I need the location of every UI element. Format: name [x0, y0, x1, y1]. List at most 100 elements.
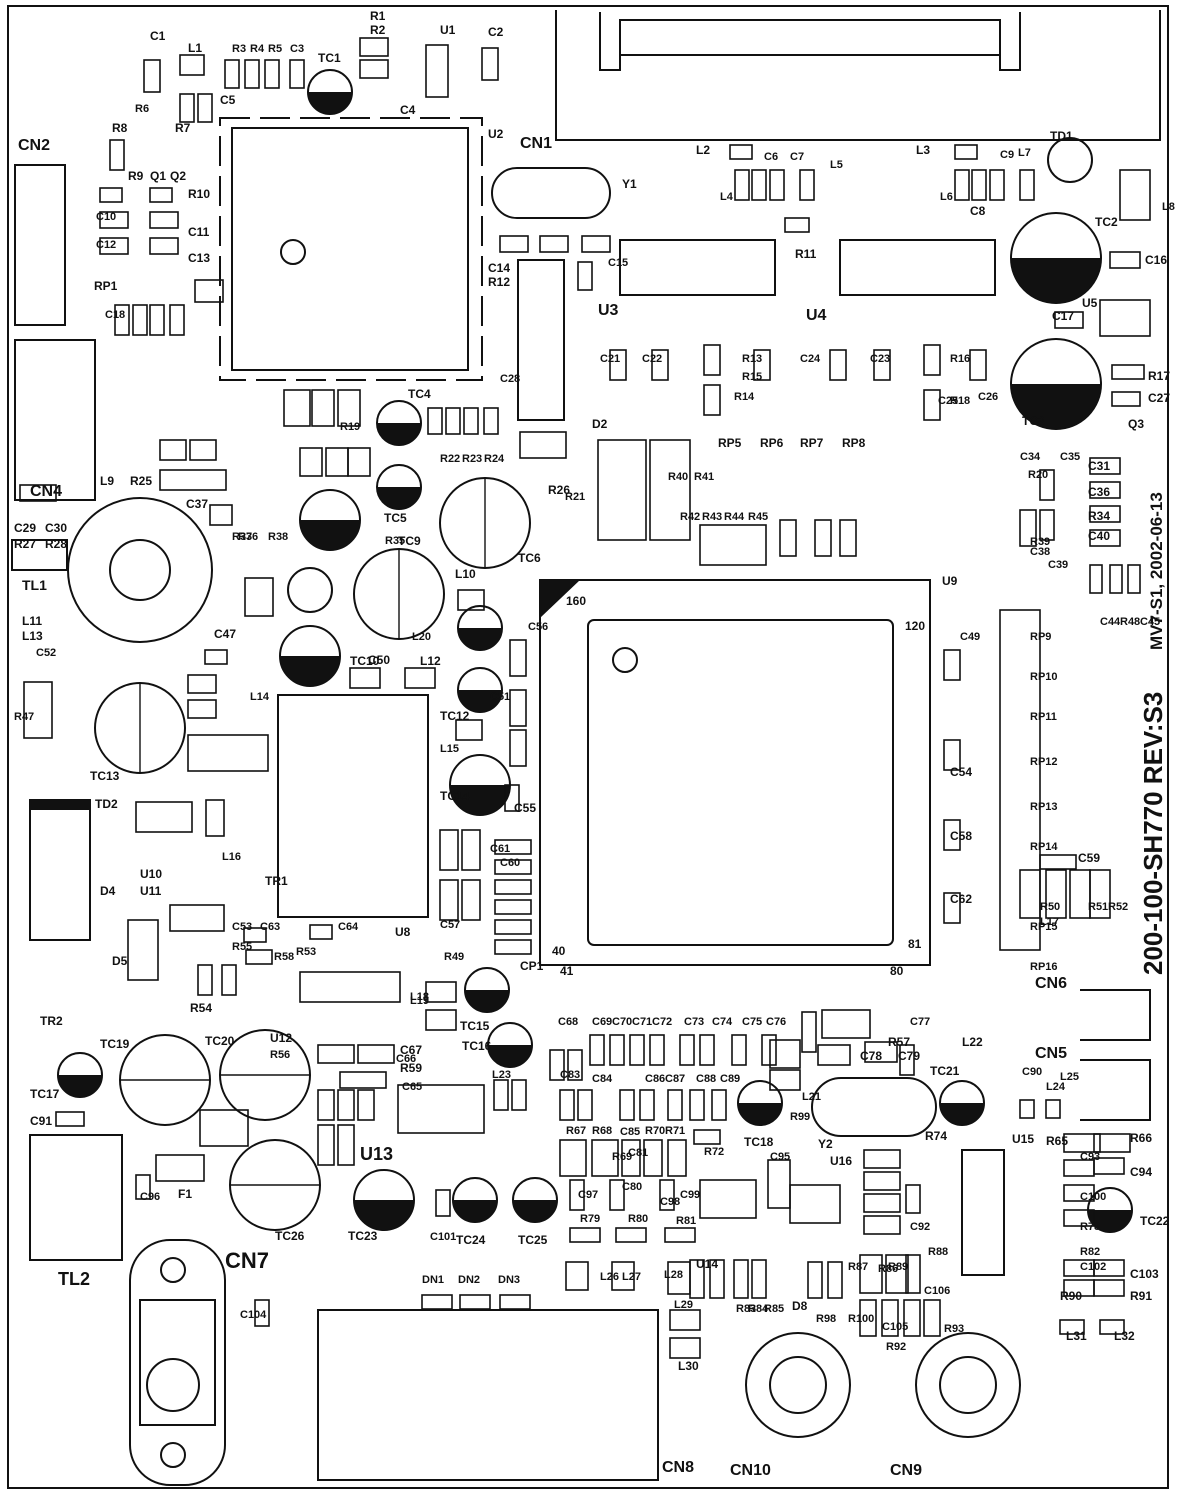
r27-ref-label: R27 [14, 537, 36, 551]
component-pad [923, 344, 941, 376]
c34-ref-label: C34 [1020, 451, 1041, 463]
tc23-fill [354, 1200, 414, 1230]
c103-ref-label: C103 [1130, 1267, 1159, 1281]
rp16-ref-label: RP16 [1030, 961, 1058, 973]
c17-ref-label: C17 [1052, 309, 1074, 323]
c80-ref-label: C80 [622, 1181, 642, 1193]
cn3-body [517, 259, 565, 421]
component-pad [289, 59, 305, 89]
component-pad [23, 681, 53, 739]
component-pad [559, 1089, 575, 1121]
r72-ref-label: R72 [704, 1146, 724, 1158]
l25-ref-label: L25 [1060, 1071, 1079, 1083]
l13-ref-label: L13 [22, 629, 43, 643]
tc5-ref-label: TC5 [384, 511, 407, 525]
component-pad [1063, 1209, 1095, 1227]
cn7-top-hole [160, 1257, 186, 1283]
component-pad [905, 1184, 921, 1214]
board-outline [7, 5, 1169, 1489]
component-pad [299, 447, 323, 477]
component-pad [197, 964, 213, 996]
r44-ref-label: R44 [724, 511, 745, 523]
u4-ref-label: U4 [806, 307, 827, 324]
c6-ref-label: C6 [764, 151, 778, 163]
rp12-ref-label: RP12 [1030, 756, 1058, 768]
component-pad [421, 1294, 453, 1310]
tc21-ref-label: TC21 [930, 1064, 960, 1078]
r25-ref-label: R25 [130, 474, 152, 488]
component-pad [589, 1034, 605, 1066]
r88-ref-label: R88 [928, 1246, 948, 1258]
tc17-ref-label: TC17 [30, 1087, 60, 1101]
tc1-ref-label: TC1 [318, 51, 341, 65]
y1-ref-label: Y1 [622, 177, 637, 191]
component-pad [821, 1009, 871, 1039]
c12-ref-label: C12 [96, 239, 116, 251]
r2-ref-label: R2 [370, 23, 386, 37]
tc20-ref-label: TC20 [205, 1034, 235, 1048]
component-pad [317, 1044, 355, 1064]
u2-ref-label: U2 [488, 127, 504, 141]
component-pad [187, 699, 217, 719]
component-pad [703, 344, 721, 376]
tc13-ref-label: TC13 [90, 769, 120, 783]
c26-ref-label: C26 [978, 391, 998, 403]
r42-ref-label: R42 [680, 511, 700, 523]
l10-ref-label: L10 [455, 567, 476, 581]
component-pad [1045, 1099, 1061, 1119]
tc21-fill [940, 1103, 984, 1125]
r5-ref-label: R5 [268, 43, 282, 55]
component-pad [733, 1259, 749, 1299]
component-pad [494, 859, 532, 875]
c75-ref-label: C75 [742, 1016, 762, 1028]
c5-ref-label: C5 [220, 93, 236, 107]
r53-ref-label: R53 [296, 946, 316, 958]
r23-ref-label: R23 [462, 453, 482, 465]
component-pad [1039, 509, 1055, 541]
c15-ref-label: C15 [608, 257, 628, 269]
component-pad [1089, 457, 1121, 475]
cn1-inner [619, 19, 1001, 56]
component-pad [317, 1089, 335, 1121]
c98-ref-label: C98 [660, 1196, 680, 1208]
c58-ref-label: C58 [950, 829, 972, 843]
component-pad [55, 1111, 85, 1127]
component-pad [807, 1261, 823, 1299]
r35-ref-label: R35 [385, 535, 405, 547]
component-pad [99, 237, 129, 255]
component-pad [779, 519, 797, 557]
component-pad [1089, 529, 1121, 547]
component-pad [357, 1089, 375, 1121]
tc9-ref-label: TC9 [398, 534, 421, 548]
r38-ref-label: R38 [268, 531, 288, 543]
r18-ref-label: R18 [950, 395, 970, 407]
component-pad [899, 1044, 915, 1076]
c28-ref-label: C28 [500, 373, 520, 385]
c4-ref-label: C4 [400, 103, 416, 117]
c53-ref-label: C53 [232, 921, 252, 933]
component-pad [539, 235, 569, 253]
c95-ref-label: C95 [770, 1151, 790, 1163]
c55-ref-label: C55 [514, 801, 536, 815]
c70-ref-label: C70 [612, 1016, 632, 1028]
tc2-fill [1011, 258, 1101, 303]
u3-body [619, 239, 776, 296]
component-pad [347, 447, 371, 477]
c60-ref-label: C60 [500, 857, 520, 869]
c40-ref-label: C40 [1088, 529, 1110, 543]
u15-ref-label: U15 [1012, 1132, 1034, 1146]
r41-ref-label: R41 [694, 471, 714, 483]
rp7-ref-label: RP7 [800, 436, 824, 450]
c14-ref-label: C14 [488, 261, 510, 275]
component-pad [839, 519, 857, 557]
tl1-frame [11, 539, 68, 571]
tc22-fill [1088, 1210, 1132, 1232]
c59-ref-label: C59 [1078, 851, 1100, 865]
rp10-ref-label: RP10 [1030, 671, 1058, 683]
component-pad [1063, 1133, 1101, 1153]
l2-ref-label: L2 [696, 143, 710, 157]
r99-ref-label: R99 [790, 1111, 810, 1123]
component-pad [425, 44, 449, 98]
tc17-fill [58, 1075, 102, 1097]
component-pad [1089, 481, 1121, 499]
